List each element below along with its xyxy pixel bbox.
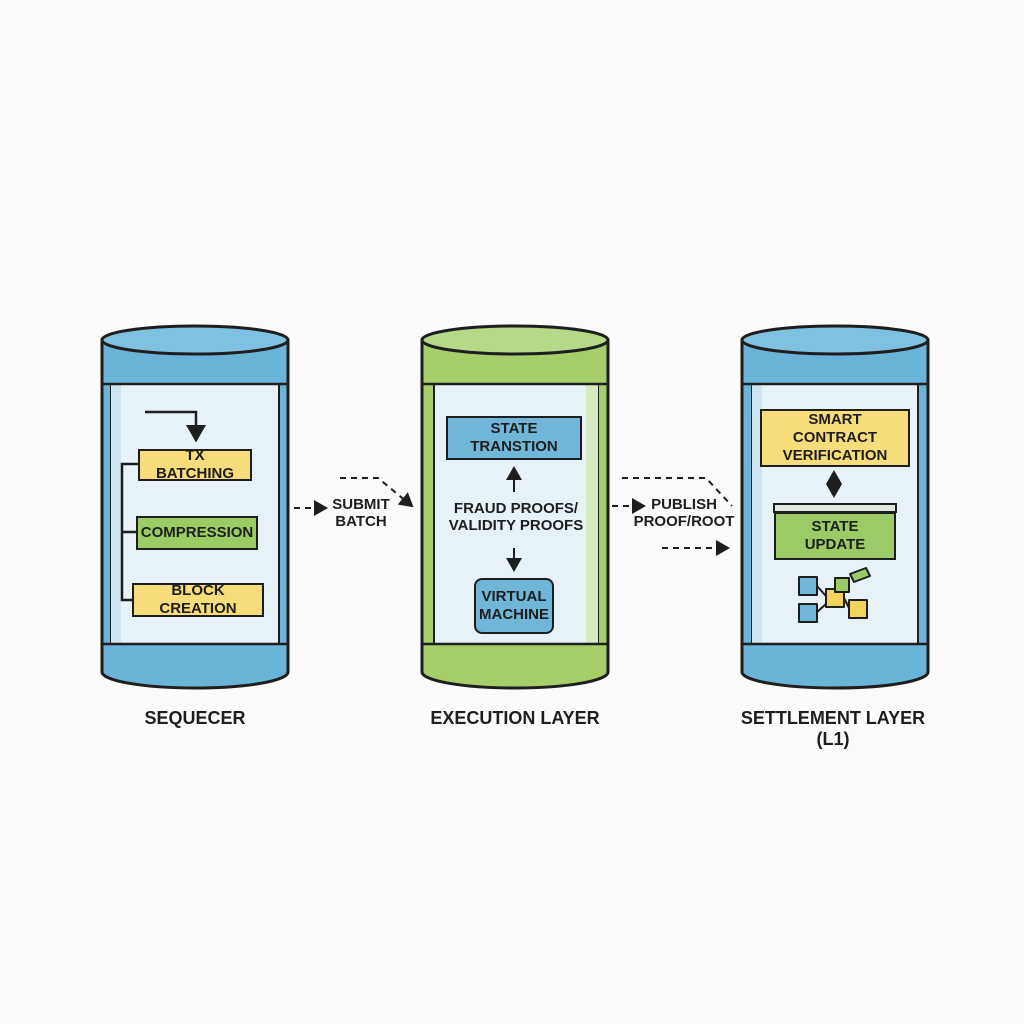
publish-proof-arrow <box>612 477 733 556</box>
proofs-label: FRAUD PROOFS/ VALIDITY PROOFS <box>448 500 584 535</box>
submit-batch-arrow <box>294 477 414 516</box>
block-creation-box: BLOCK CREATION <box>132 582 264 617</box>
sequencer-cylinder <box>100 324 290 690</box>
state-transition-box: STATE TRANSTION <box>446 416 582 460</box>
settlement-cylinder <box>740 324 930 690</box>
settlement-layer-caption: SETTLEMENT LAYER (L1) <box>740 708 926 749</box>
blocks-icon <box>798 567 871 623</box>
publish-proof-label: PUBLISH PROOF/ROOT <box>633 496 735 531</box>
submit-batch-label: SUBMIT BATCH <box>332 496 390 531</box>
sequencer-caption: SEQUECER <box>144 708 246 728</box>
compression-box: COMPRESSION <box>136 516 258 550</box>
smart-contract-verification-box: SMART CONTRACT VERIFICATION <box>760 409 910 467</box>
execution-layer-caption: EXECUTION LAYER <box>430 708 600 728</box>
virtual-machine-box: VIRTUAL MACHINE <box>474 578 554 634</box>
state-update-box: STATE UPDATE <box>774 512 896 560</box>
tx-batching-box: TX BATCHING <box>138 447 252 482</box>
